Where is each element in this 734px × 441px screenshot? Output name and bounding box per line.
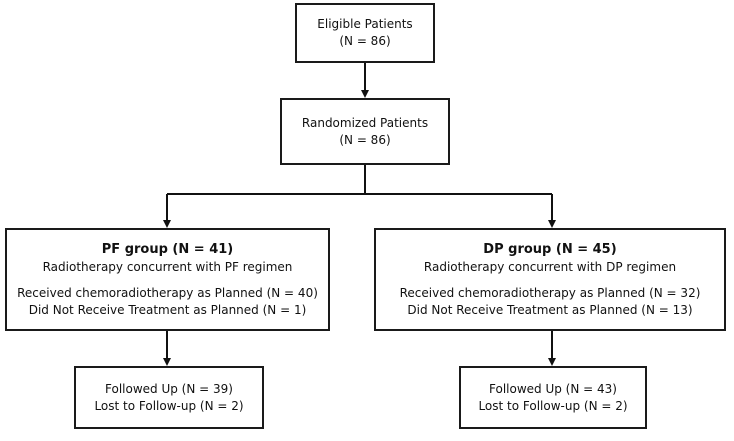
- dp-followed-up: Followed Up (N = 43): [489, 381, 617, 396]
- dp-lost-to-followup: Lost to Follow-up (N = 2): [478, 398, 628, 413]
- randomized-patients-box: Randomized Patients (N = 86): [280, 98, 450, 165]
- dp-group-regimen: Radiotherapy concurrent with DP regimen: [423, 259, 677, 274]
- pf-followed-up: Followed Up (N = 39): [105, 381, 233, 396]
- randomized-title: Randomized Patients: [301, 115, 429, 130]
- randomized-count: (N = 86): [339, 132, 391, 147]
- dp-group-box: DP group (N = 45) Radiotherapy concurren…: [374, 228, 726, 331]
- eligible-title: Eligible Patients: [317, 17, 413, 31]
- eligible-patients-box: Eligible Patients (N = 86): [295, 3, 435, 63]
- dp-followup-box: Followed Up (N = 43) Lost to Follow-up (…: [459, 366, 647, 429]
- pf-group-received: Received chemoradiotherapy as Planned (N…: [17, 285, 318, 300]
- dp-group-received: Received chemoradiotherapy as Planned (N…: [399, 285, 701, 300]
- dp-group-title: DP group (N = 45): [483, 241, 617, 257]
- pf-lost-to-followup: Lost to Follow-up (N = 2): [94, 398, 244, 413]
- pf-group-box: PF group (N = 41) Radiotherapy concurren…: [5, 228, 330, 331]
- pf-followup-box: Followed Up (N = 39) Lost to Follow-up (…: [74, 366, 264, 429]
- pf-group-title: PF group (N = 41): [101, 241, 234, 257]
- pf-group-regimen: Radiotherapy concurrent with PF regimen: [42, 259, 293, 274]
- pf-group-not-received: Did Not Receive Treatment as Planned (N …: [28, 302, 307, 317]
- dp-group-not-received: Did Not Receive Treatment as Planned (N …: [407, 302, 693, 317]
- eligible-count: (N = 86): [339, 34, 391, 48]
